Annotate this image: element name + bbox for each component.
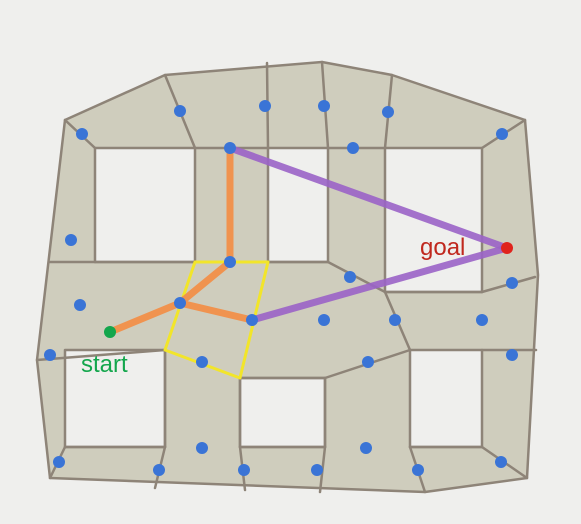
mesh-node <box>495 456 507 468</box>
mesh-node <box>506 277 518 289</box>
walkable-region <box>35 60 540 494</box>
mesh-node <box>196 356 208 368</box>
path-segment <box>176 299 256 324</box>
mesh-node <box>311 464 323 476</box>
mesh-nodes <box>44 100 518 476</box>
mesh-node <box>224 256 236 268</box>
path-segment <box>176 258 234 307</box>
mesh-node <box>246 314 258 326</box>
search-path-purple <box>226 144 511 324</box>
path-segment <box>248 244 511 324</box>
start-label: start <box>81 351 128 378</box>
mesh-node <box>318 314 330 326</box>
goal-label: goal <box>420 234 465 261</box>
mesh-node <box>344 271 356 283</box>
mesh-node <box>76 128 88 140</box>
portal-quad <box>163 260 270 380</box>
mesh-node <box>174 105 186 117</box>
search-path-orange <box>106 144 256 336</box>
mesh-node <box>44 349 56 361</box>
goal-marker <box>501 242 513 254</box>
mesh-node <box>224 142 236 154</box>
start-marker <box>104 326 116 338</box>
mesh-node <box>153 464 165 476</box>
mesh-node <box>318 100 330 112</box>
path-segment <box>226 144 511 252</box>
mesh-node <box>53 456 65 468</box>
mesh-node <box>238 464 250 476</box>
mesh-node <box>74 299 86 311</box>
mesh-node <box>65 234 77 246</box>
mesh-node <box>347 142 359 154</box>
path-segment <box>106 299 184 336</box>
mesh-node <box>174 297 186 309</box>
mesh-node <box>196 442 208 454</box>
mesh-node <box>259 100 271 112</box>
mesh-node <box>360 442 372 454</box>
mesh-node <box>382 106 394 118</box>
mesh-node <box>389 314 401 326</box>
mesh-node <box>496 128 508 140</box>
mesh-node <box>412 464 424 476</box>
mesh-node <box>476 314 488 326</box>
mesh-node <box>506 349 518 361</box>
mesh-node <box>362 356 374 368</box>
